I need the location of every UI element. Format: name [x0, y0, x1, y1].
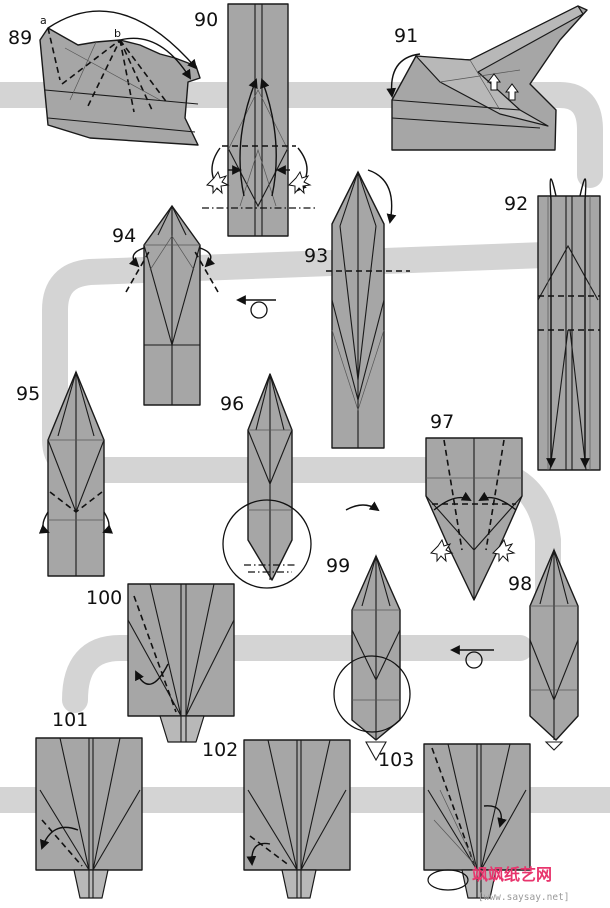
point-label-b: b [114, 27, 121, 40]
step-number: 102 [202, 739, 238, 761]
detail-circle [333, 655, 411, 733]
step-number: 97 [430, 411, 454, 433]
step-99: 99 [326, 553, 411, 762]
step-100: 100 [86, 583, 235, 743]
step-number: 98 [508, 573, 532, 595]
step-number: 100 [86, 587, 122, 609]
step-number: 103 [378, 749, 414, 771]
step-number: 92 [504, 193, 528, 215]
squash-star-icon [287, 170, 312, 195]
step-number: 94 [112, 225, 136, 247]
step-94: 94 [112, 204, 219, 406]
step-number: 95 [16, 383, 40, 405]
turn-over-icon [450, 645, 494, 669]
step-92: 92 [504, 178, 601, 471]
step-91: 91 [386, 5, 588, 151]
watermark: 飒飒纸艺网 [www.saysay.net] [472, 865, 570, 903]
detail-circle [222, 499, 312, 589]
step-101: 101 [35, 709, 143, 899]
rotate-arrow-icon [345, 501, 380, 512]
step-95: 95 [16, 369, 114, 577]
step-93: 93 [304, 169, 410, 449]
step-96: 96 [220, 373, 312, 589]
watermark-url: [www.saysay.net] [478, 892, 570, 903]
step-number: 89 [8, 27, 32, 49]
turn-over-icon [236, 295, 276, 319]
push-arrow-icon [505, 83, 519, 101]
step-number: 91 [394, 25, 418, 47]
squash-star-icon [429, 538, 454, 563]
squash-star-icon [205, 170, 230, 195]
step-90: 90 [194, 3, 318, 237]
step-number: 101 [52, 709, 88, 731]
watermark-logo: 飒飒纸艺网 [472, 865, 552, 884]
step-number: 96 [220, 393, 244, 415]
push-arrow-icon [487, 73, 501, 91]
step-103: 103 [378, 743, 531, 899]
step-number: 99 [326, 555, 350, 577]
step-97: 97 [425, 411, 523, 601]
squash-star-icon [491, 538, 516, 563]
step-number: 90 [194, 9, 218, 31]
step-89: 89 a b [8, 10, 201, 146]
step-102: 102 [202, 739, 351, 899]
step-98: 98 [508, 547, 579, 751]
step-number: 93 [304, 245, 328, 267]
point-label-a: a [40, 14, 47, 27]
